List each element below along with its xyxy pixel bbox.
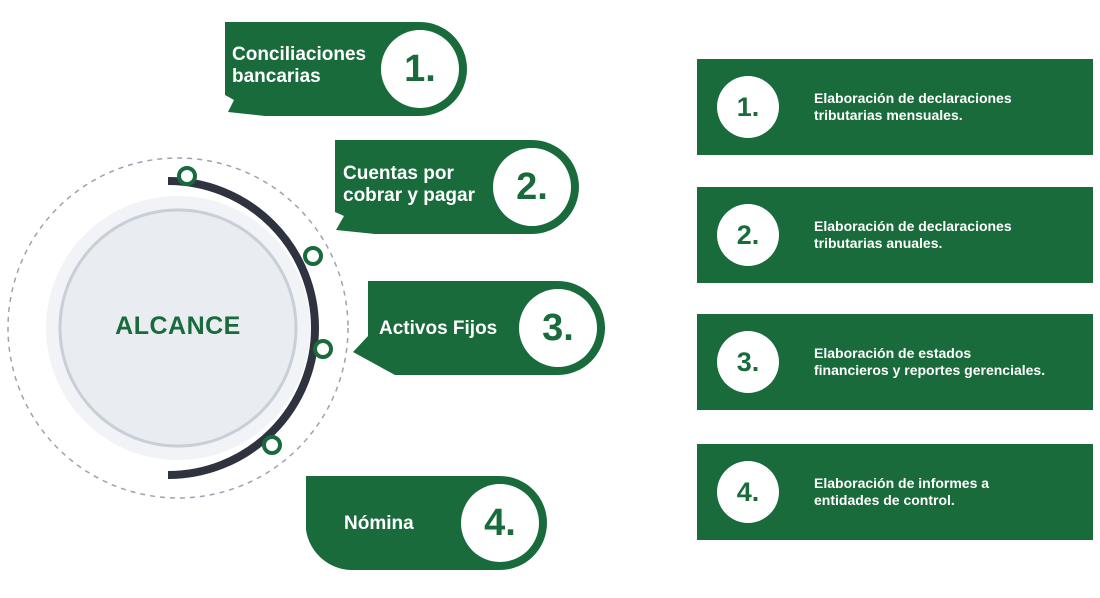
card-3: 3. Elaboración de estados financieros y …	[697, 314, 1093, 410]
card-2-text: Elaboración de declaraciones tributarias…	[814, 218, 1012, 251]
connector-node-1	[177, 166, 197, 186]
card-1-text: Elaboración de declaraciones tributarias…	[814, 90, 1012, 123]
card-4-number: 4.	[717, 461, 779, 523]
card-4-text: Elaboración de informes a entidades de c…	[814, 475, 990, 508]
pill-2-label: Cuentas por cobrar y pagar	[343, 163, 475, 206]
pill-3-number: 3.	[542, 307, 574, 349]
card-4: 4. Elaboración de informes a entidades d…	[697, 444, 1093, 540]
card-1: 1. Elaboración de declaraciones tributar…	[697, 59, 1093, 155]
card-1-number: 1.	[717, 76, 779, 138]
center-title: ALCANCE	[115, 312, 241, 340]
pill-1	[225, 22, 467, 116]
connector-node-4	[262, 435, 282, 455]
card-2: 2. Elaboración de declaraciones tributar…	[697, 187, 1093, 283]
pill-3	[353, 281, 605, 375]
pill-4-number: 4.	[484, 502, 516, 544]
dashed-outer-ring	[7, 157, 349, 499]
pill-4-label: Nómina	[344, 513, 414, 534]
pill-1-label: Conciliaciones bancarias	[232, 44, 367, 87]
card-3-number: 3.	[717, 331, 779, 393]
card-3-text: Elaboración de estados financieros y rep…	[814, 345, 1046, 378]
pill-2-number: 2.	[516, 166, 548, 208]
connector-node-3	[313, 339, 333, 359]
inner-disk	[58, 208, 298, 448]
pill-2	[335, 140, 579, 234]
card-2-number: 2.	[717, 204, 779, 266]
pill-3-label: Activos Fijos	[379, 318, 498, 339]
pill-1-number: 1.	[404, 48, 436, 90]
connector-node-2	[303, 246, 323, 266]
pill-4	[306, 476, 547, 570]
progress-arc	[167, 177, 319, 479]
